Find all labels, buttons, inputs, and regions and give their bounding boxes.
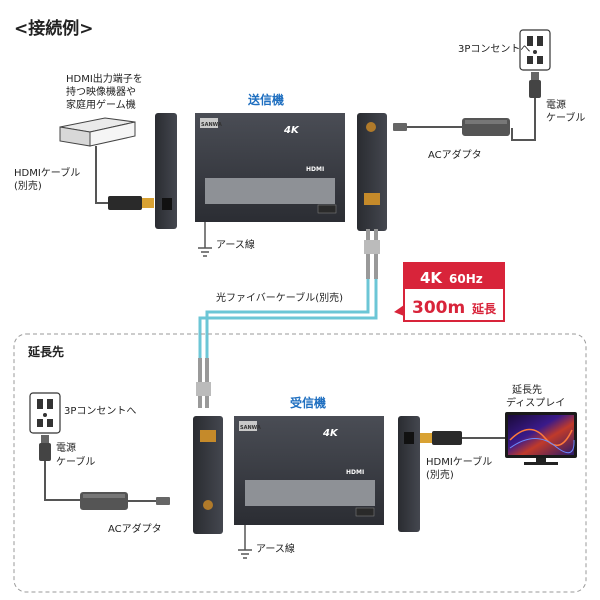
wall-outlet-top [519, 29, 551, 71]
callout-300m: 300m [412, 298, 465, 318]
display-monitor [505, 412, 577, 465]
power-cable-bottom [44, 461, 80, 501]
top-power-cable-label-1: 電源 [546, 98, 566, 111]
power-plug-top [529, 72, 541, 98]
transmitter-hdmi-logo: HDMI [306, 166, 324, 173]
source-device-label-1: HDMI出力端子を [66, 72, 143, 85]
top-ac-adapter-label: ACアダプタ [428, 148, 482, 161]
receiver-title: 受信機 [290, 395, 326, 410]
bottom-power-cable-label-1: 電源 [56, 441, 76, 454]
extension-region [13, 333, 587, 593]
top-hdmi-cable-label-2: (別売) [14, 179, 42, 192]
top-outlet-label: 3Pコンセントへ [458, 43, 530, 55]
hdmi-cable-top [95, 146, 110, 204]
bottom-hdmi-cable-label-2: (別売) [426, 468, 454, 481]
fiber-connectors-bottom [196, 358, 211, 408]
transmitter-brand: SANWA [201, 122, 222, 128]
source-device-label-3: 家庭用ゲーム機 [66, 98, 136, 111]
receiver-brand: SANWA [240, 425, 261, 431]
ground-symbol-bottom [238, 549, 252, 559]
receiver-right-panel [398, 416, 420, 532]
spec-callout [394, 262, 505, 322]
page-heading: <接続例> [14, 18, 94, 39]
source-device [59, 117, 136, 147]
bottom-hdmi-cable-label-1: HDMIケーブル [426, 455, 492, 468]
callout-60hz: 60Hz [449, 272, 483, 286]
bottom-outlet-label: 3Pコンセントへ [64, 405, 136, 417]
ac-adapter-bottom [80, 492, 128, 510]
bottom-power-cable-label-2: ケーブル [56, 455, 95, 468]
callout-extension: 延長 [471, 301, 497, 316]
top-ground-label: アース線 [216, 238, 255, 251]
ac-adapter-top [462, 118, 510, 136]
transmitter-left-panel [155, 113, 177, 229]
fiber-cable-label: 光ファイバーケーブル(別売) [216, 291, 343, 304]
wall-outlet-bottom [29, 392, 61, 434]
transmitter-right-panel [357, 113, 387, 231]
display-label-2: ディスプレイ [506, 396, 565, 409]
fiber-cable-a [205, 279, 370, 360]
display-label-1: 延長先 [512, 384, 542, 396]
fiber-connectors-top [364, 229, 380, 279]
region-label: 延長先 [27, 344, 64, 359]
dc-plug-top [393, 123, 407, 131]
hdmi-plug-bottom [420, 431, 462, 445]
bottom-ac-adapter-label: ACアダプタ [108, 522, 162, 535]
hdmi-plug-top [108, 196, 154, 210]
bottom-ground-label: アース線 [256, 542, 295, 555]
ground-symbol-top [198, 247, 212, 257]
source-device-label-2: 持つ映像機器や [66, 85, 136, 98]
transmitter-4k-badge: 4K [283, 125, 300, 136]
receiver-4k-badge: 4K [322, 428, 339, 439]
power-plug-bottom [39, 435, 51, 461]
dc-plug-bottom [156, 497, 170, 505]
receiver-left-panel [193, 416, 223, 534]
receiver-hdmi-logo: HDMI [346, 469, 364, 476]
transmitter-body [195, 113, 345, 222]
fiber-cable-b [198, 279, 378, 360]
top-hdmi-cable-label-1: HDMIケーブル [14, 166, 80, 179]
callout-4k: 4K [420, 269, 443, 287]
power-cable-top [511, 98, 536, 141]
transmitter-title: 送信機 [247, 92, 284, 107]
top-power-cable-label-2: ケーブル [546, 111, 585, 124]
receiver-body [234, 416, 384, 525]
